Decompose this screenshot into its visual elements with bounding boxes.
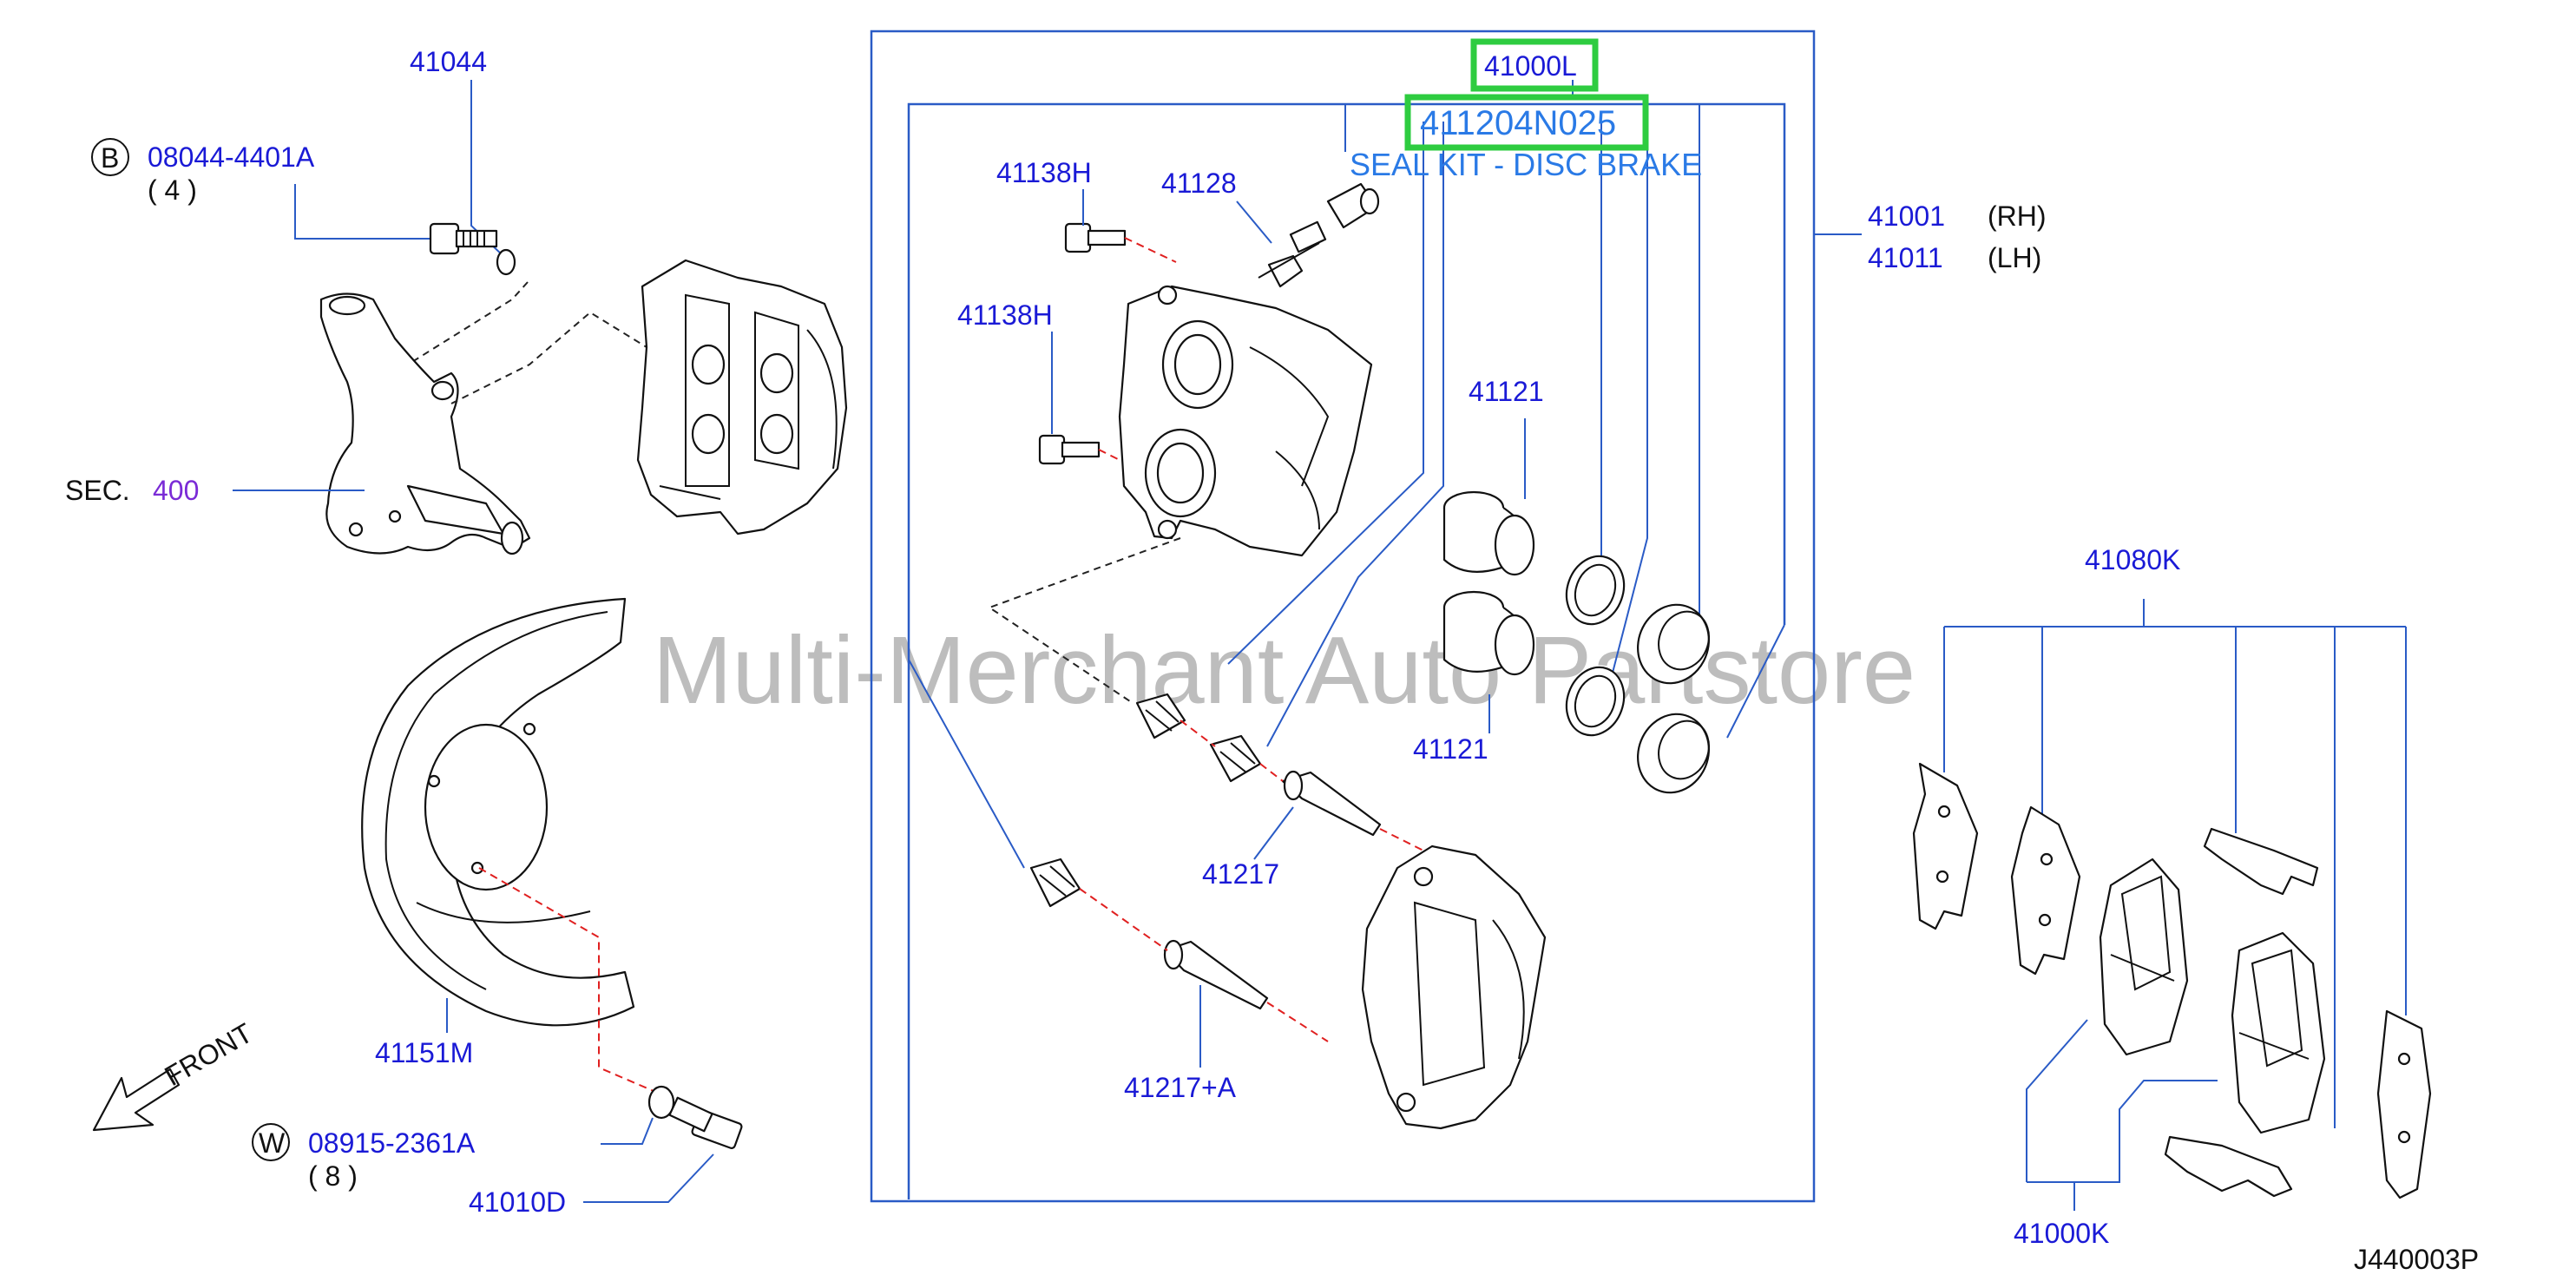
shim-3[interactable] xyxy=(2376,1009,2432,1199)
piston-seal-lower[interactable] xyxy=(1557,659,1633,743)
label-41010d: 41010D xyxy=(469,1186,566,1218)
caliper-bracket-left[interactable] xyxy=(636,259,848,536)
label-08044-4401a: 08044-4401A xyxy=(148,141,315,173)
pin-boot-upper[interactable] xyxy=(1135,693,1186,739)
shim-1[interactable] xyxy=(1912,762,1979,930)
front-arrow-icon xyxy=(92,1068,181,1132)
pin-boot-lower[interactable] xyxy=(1029,858,1081,908)
label-41001: 41001 xyxy=(1868,200,1945,232)
pad-clip-lower[interactable] xyxy=(2164,1135,2293,1198)
w-marker: W xyxy=(259,1127,286,1159)
label-41217: 41217 xyxy=(1202,858,1279,890)
label-qty-4: ( 4 ) xyxy=(148,174,197,206)
label-sec: SEC. xyxy=(65,475,130,506)
slide-pin-41217a[interactable] xyxy=(1163,939,1269,1010)
dust-boot-lower[interactable] xyxy=(1626,703,1721,803)
right-group xyxy=(1912,599,2432,1211)
label-41138h-top: 41138H xyxy=(996,157,1092,188)
label-08915-2361a: 08915-2361A xyxy=(308,1127,476,1159)
diagram-code: J440003P xyxy=(2354,1244,2479,1275)
label-41217a: 41217+A xyxy=(1124,1072,1237,1103)
label-41011: 41011 xyxy=(1868,242,1943,273)
bolt-41010d[interactable] xyxy=(668,1096,743,1149)
brake-pad-outer[interactable] xyxy=(2231,931,2326,1134)
label-41151m: 41151M xyxy=(375,1037,473,1068)
label-41044: 41044 xyxy=(410,46,487,77)
highlight-box-41000l xyxy=(1470,38,1599,92)
label-41138h-bottom: 41138H xyxy=(957,299,1053,331)
label-41080k: 41080K xyxy=(2085,544,2180,575)
label-41128: 41128 xyxy=(1161,168,1237,199)
bleeder-screw[interactable] xyxy=(1258,220,1327,288)
w-marker-circle xyxy=(252,1123,290,1161)
label-41000l[interactable]: 41000L xyxy=(1484,50,1577,82)
b-marker: B xyxy=(101,142,119,174)
bolt-41138h-top[interactable] xyxy=(1064,222,1127,253)
label-front: FRONT xyxy=(160,1017,258,1092)
label-qty-8: ( 8 ) xyxy=(308,1160,358,1192)
label-lh: (LH) xyxy=(1988,242,2041,273)
label-41121-bottom: 41121 xyxy=(1413,733,1488,765)
steering-knuckle[interactable] xyxy=(319,292,531,555)
washer-41010d[interactable] xyxy=(647,1085,675,1120)
brake-pad-inner[interactable] xyxy=(2099,858,2189,1056)
dust-shield[interactable] xyxy=(361,597,635,1027)
label-rh: (RH) xyxy=(1988,200,2047,232)
label-seal-kit[interactable]: SEAL KIT - DISC BRAKE xyxy=(1350,147,1702,182)
caliper-assembly-frame xyxy=(870,30,1862,1203)
shim-2[interactable] xyxy=(2010,805,2081,976)
slide-pin-41217[interactable] xyxy=(1281,770,1382,837)
torque-member[interactable] xyxy=(1361,844,1547,1130)
washer-41044[interactable] xyxy=(496,248,516,276)
dust-boot-upper[interactable] xyxy=(1626,594,1721,693)
label-41000k: 41000K xyxy=(2014,1218,2109,1249)
label-sec-400: 400 xyxy=(153,475,199,506)
label-411204n025[interactable]: 411204N025 xyxy=(1420,104,1616,142)
highlight-box-411204n025 xyxy=(1404,94,1649,151)
left-group xyxy=(92,80,848,1203)
piston-upper[interactable] xyxy=(1442,490,1535,576)
piston-seal-upper[interactable] xyxy=(1557,548,1633,632)
bolt-08044[interactable] xyxy=(429,222,498,255)
b-marker-circle xyxy=(91,138,129,176)
bolt-41138h-bottom[interactable] xyxy=(1038,434,1101,465)
caliper-body[interactable] xyxy=(1118,285,1373,557)
piston-lower[interactable] xyxy=(1442,590,1535,676)
watermark: Multi-Merchant Auto Partstore xyxy=(653,617,1916,724)
pad-clip-upper[interactable] xyxy=(2203,827,2319,896)
label-41121-top: 41121 xyxy=(1469,376,1544,407)
bleeder-cap[interactable] xyxy=(1326,182,1380,229)
pin-boot-middle[interactable] xyxy=(1209,734,1262,783)
